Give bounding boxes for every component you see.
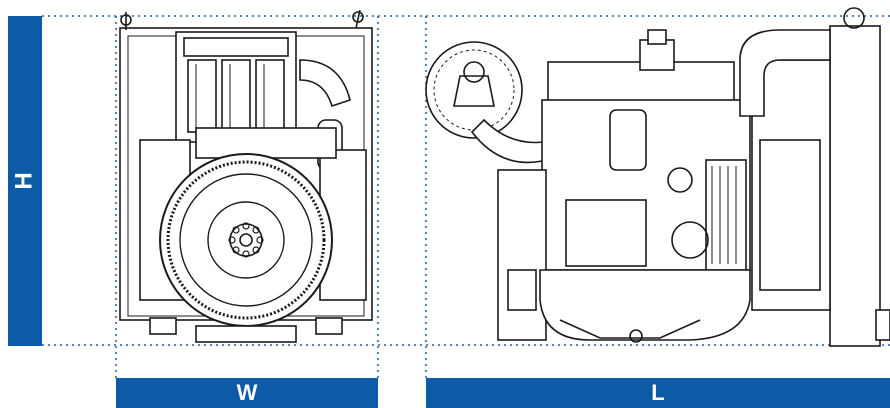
length-dimension-band: L — [426, 378, 890, 408]
engine-front-view — [119, 9, 373, 343]
engine-side-view — [425, 7, 890, 347]
width-label: W — [236, 380, 258, 405]
height-label: H — [11, 172, 38, 190]
length-label: L — [651, 380, 665, 405]
dimension-guides — [42, 15, 890, 378]
width-dimension-band: W — [116, 378, 378, 408]
height-dimension-band: H — [8, 16, 42, 346]
